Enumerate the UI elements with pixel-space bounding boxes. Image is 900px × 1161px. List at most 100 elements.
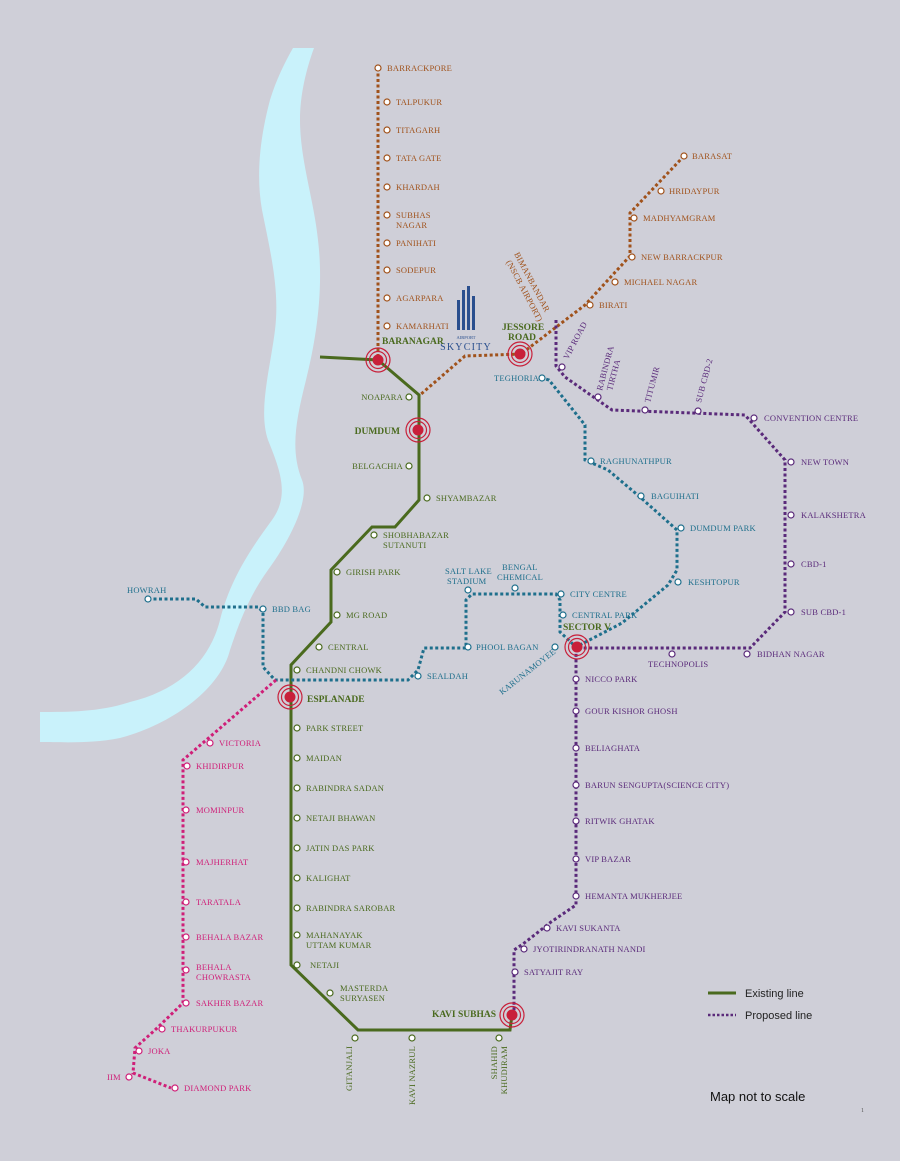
station-label: NAGAR	[396, 220, 427, 230]
station-dot[interactable]	[680, 152, 688, 160]
station-dot[interactable]	[408, 1034, 416, 1042]
station-dot[interactable]	[171, 1084, 179, 1092]
station-dot[interactable]	[787, 458, 795, 466]
station-dot[interactable]	[520, 945, 528, 953]
station-dot[interactable]	[558, 363, 566, 371]
station-dot[interactable]	[611, 278, 619, 286]
station-dot[interactable]	[383, 183, 391, 191]
station-dot[interactable]	[495, 1034, 503, 1042]
station-dot[interactable]	[293, 961, 301, 969]
station-dot[interactable]	[414, 672, 422, 680]
station-dot[interactable]	[511, 584, 519, 592]
station-label: BELIAGHATA	[585, 743, 641, 753]
station-dot[interactable]	[787, 608, 795, 616]
station-dot[interactable]	[538, 374, 546, 382]
station-dot[interactable]	[293, 814, 301, 822]
station-label: MAIDAN	[306, 753, 342, 763]
station-dot[interactable]	[559, 611, 567, 619]
station-dot[interactable]	[293, 666, 301, 674]
station-dot[interactable]	[293, 754, 301, 762]
station-dot[interactable]	[423, 494, 431, 502]
station-dot[interactable]	[144, 595, 152, 603]
station-dot[interactable]	[206, 739, 214, 747]
junction-dumdum[interactable]	[405, 417, 431, 443]
station-dot[interactable]	[183, 762, 191, 770]
station-dot[interactable]	[333, 568, 341, 576]
station-dot[interactable]	[641, 406, 649, 414]
station-dot[interactable]	[543, 924, 551, 932]
station-dot[interactable]	[572, 817, 580, 825]
station-dot[interactable]	[572, 675, 580, 683]
station-dot[interactable]	[333, 611, 341, 619]
station-dot[interactable]	[182, 933, 190, 941]
station-dot[interactable]	[374, 64, 382, 72]
station-dot[interactable]	[677, 524, 685, 532]
junction-sector-v[interactable]	[564, 634, 590, 660]
station-dot[interactable]	[694, 407, 702, 415]
station-dot[interactable]	[637, 492, 645, 500]
station-dot[interactable]	[787, 511, 795, 519]
station-dot[interactable]	[293, 844, 301, 852]
station-dot[interactable]	[293, 784, 301, 792]
station-dot[interactable]	[572, 707, 580, 715]
station-dot[interactable]	[551, 643, 559, 651]
station-dot[interactable]	[383, 322, 391, 330]
station-dot[interactable]	[668, 650, 676, 658]
station-dot[interactable]	[125, 1073, 133, 1081]
station-dot[interactable]	[464, 586, 472, 594]
station-dot[interactable]	[293, 874, 301, 882]
station-label: JYOTIRINDRANATH NANDI	[533, 944, 646, 954]
station-dot[interactable]	[293, 724, 301, 732]
station-dot[interactable]	[383, 154, 391, 162]
station-dot[interactable]	[259, 605, 267, 613]
station-dot[interactable]	[572, 892, 580, 900]
station-dot[interactable]	[383, 98, 391, 106]
station-dot[interactable]	[787, 560, 795, 568]
station-dot[interactable]	[383, 239, 391, 247]
junction-baranagar[interactable]	[365, 347, 391, 373]
station-dot[interactable]	[750, 414, 758, 422]
station-dot[interactable]	[383, 211, 391, 219]
station-dot[interactable]	[383, 126, 391, 134]
station-dot[interactable]	[315, 643, 323, 651]
station-dot[interactable]	[351, 1034, 359, 1042]
station-dot[interactable]	[657, 187, 665, 195]
station-dot[interactable]	[158, 1025, 166, 1033]
station-dot[interactable]	[630, 214, 638, 222]
station-dot[interactable]	[293, 931, 301, 939]
station-dot[interactable]	[370, 531, 378, 539]
station-dot[interactable]	[572, 855, 580, 863]
junction-kavi-subhas[interactable]	[499, 1002, 525, 1028]
station-dot[interactable]	[464, 643, 472, 651]
station-dot[interactable]	[594, 393, 602, 401]
station-dot[interactable]	[557, 590, 565, 598]
station-dot[interactable]	[182, 858, 190, 866]
station-dot[interactable]	[182, 966, 190, 974]
junction-esplanade[interactable]	[277, 684, 303, 710]
station-dot[interactable]	[572, 781, 580, 789]
station-dot[interactable]	[586, 301, 594, 309]
station-dot[interactable]	[182, 999, 190, 1007]
station-dot[interactable]	[182, 898, 190, 906]
station-dot[interactable]	[326, 989, 334, 997]
station-dot[interactable]	[135, 1047, 143, 1055]
station-label: CENTRAL	[328, 642, 369, 652]
station-dot[interactable]	[674, 578, 682, 586]
junction-jessore-road[interactable]	[507, 341, 533, 367]
station-dot[interactable]	[383, 294, 391, 302]
station-label: SODEPUR	[396, 265, 436, 275]
station-dot[interactable]	[572, 744, 580, 752]
station-dot[interactable]	[405, 462, 413, 470]
station-dot[interactable]	[182, 806, 190, 814]
station-dot[interactable]	[743, 650, 751, 658]
station-dot[interactable]	[511, 968, 519, 976]
station-label: KHUDIRAM	[499, 1046, 509, 1095]
station-label: CHEMICAL	[497, 572, 543, 582]
station-dot[interactable]	[293, 904, 301, 912]
station-dot[interactable]	[405, 393, 413, 401]
green-labels: NOAPARA BELGACHIA SHYAMBAZAR SHOBHABAZAR…	[306, 392, 509, 1105]
station-dot[interactable]	[587, 457, 595, 465]
station-dot[interactable]	[383, 266, 391, 274]
legend: Existing line Proposed line	[708, 988, 812, 1022]
station-dot[interactable]	[628, 253, 636, 261]
